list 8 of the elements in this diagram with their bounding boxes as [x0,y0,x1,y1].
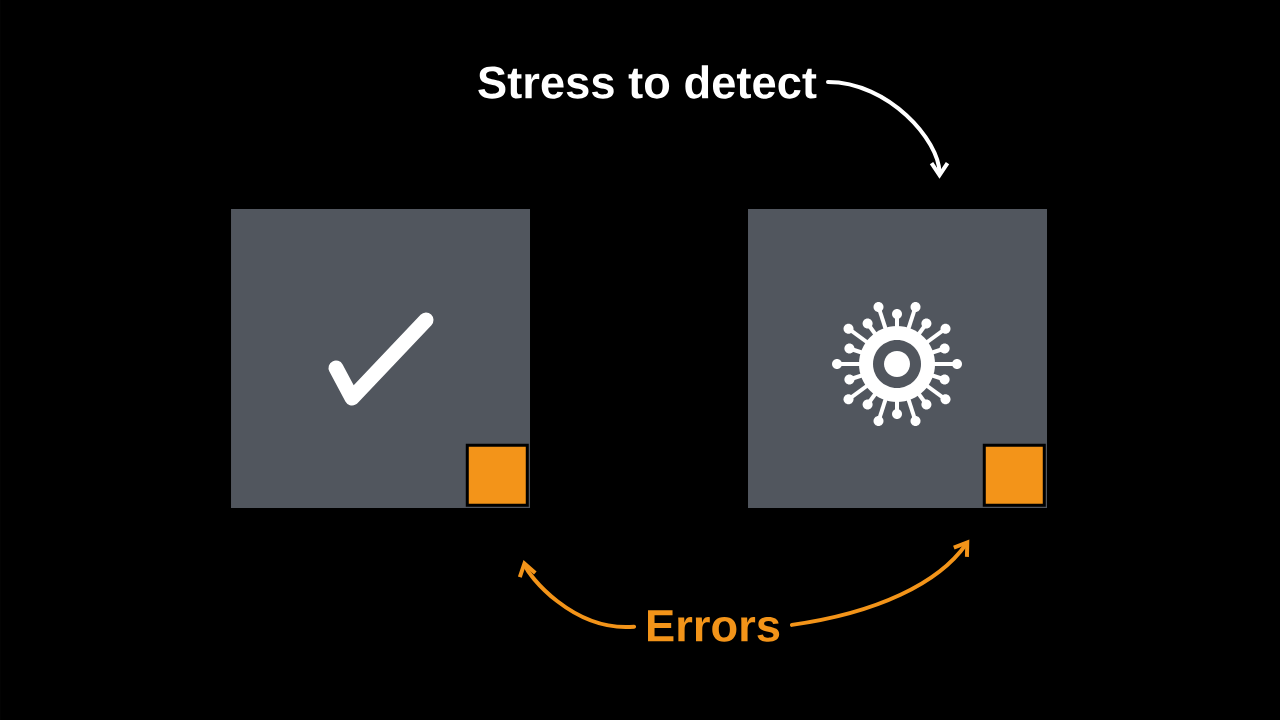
arrow [517,559,637,629]
arrow [789,539,970,627]
error-square [982,443,1046,507]
square-panel [231,209,530,508]
caption-text: Errors [648,610,780,642]
caption-text: Stress to detect [478,65,817,99]
arrow [826,80,950,179]
error-square [465,443,529,507]
